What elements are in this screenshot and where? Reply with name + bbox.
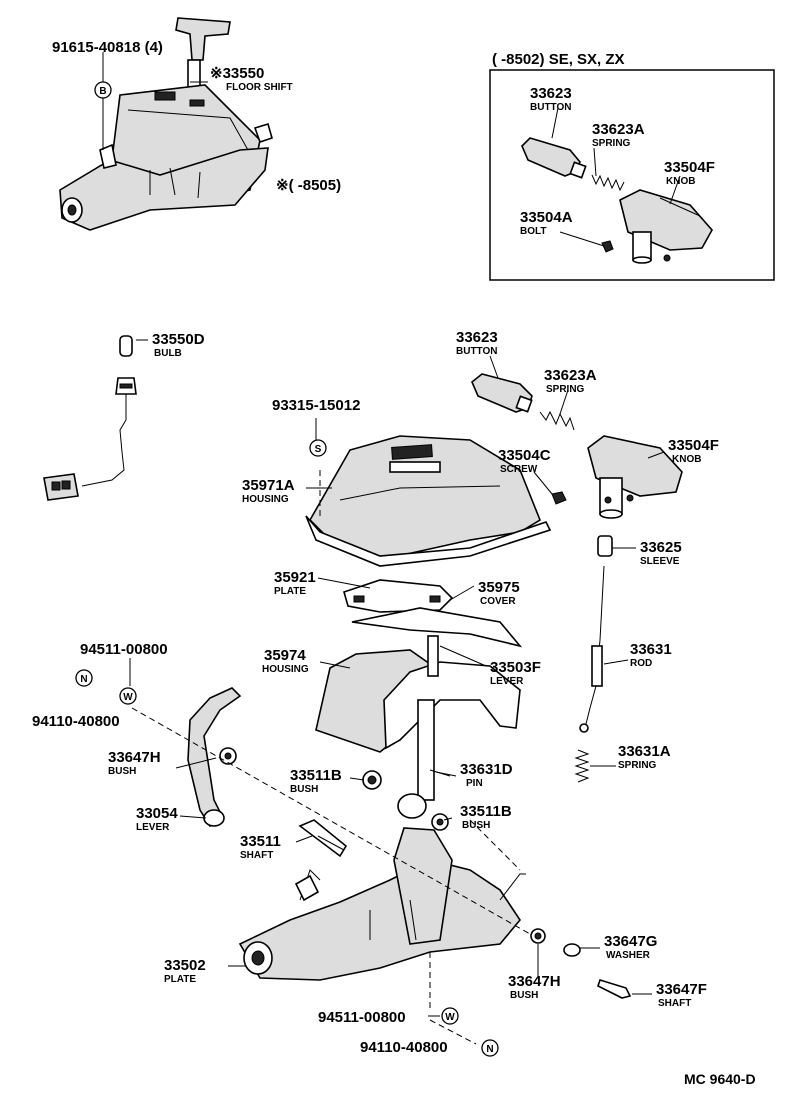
label-inset-knob-no: 33504F <box>664 159 715 176</box>
symbol-n-1: N <box>80 674 87 685</box>
label-inset-bolt-no: 33504A <box>520 209 573 226</box>
label-spring2-no: 33631A <box>618 743 671 760</box>
label-housing-name: HOUSING <box>242 494 289 505</box>
label-inset-spring-name: SPRING <box>592 138 631 149</box>
label-shaft2-no: 33647F <box>656 981 707 998</box>
symbol-w-1: W <box>123 692 133 703</box>
label-plate-no: 35921 <box>274 569 316 586</box>
label-inset-spring-no: 33623A <box>592 121 645 138</box>
label-rod-no: 33631 <box>630 641 672 658</box>
label-bulb-name: BULB <box>154 348 182 359</box>
label-lever-name: LEVER <box>490 676 524 687</box>
label-inset-knob-name: KNOB <box>666 176 695 187</box>
label-inset-bolt-name: BOLT <box>520 226 546 237</box>
pivot-hardware-parts <box>530 928 632 999</box>
label-shaft-no: 33511 <box>240 833 281 850</box>
label-shaft2-name: SHAFT <box>658 998 691 1009</box>
label-sleeve-no: 33625 <box>640 539 682 556</box>
label-knob-name: KNOB <box>672 454 701 465</box>
shift-button-part <box>471 373 575 431</box>
symbol-s: S <box>315 444 322 455</box>
label-screw-no: 33504C <box>498 447 551 464</box>
symbol-n-2: N <box>486 1044 493 1055</box>
assembly-dashed-lines <box>131 470 531 1045</box>
part-labels: 91615-40818 (4) ※33550 FLOOR SHIFT ※( -8… <box>32 39 756 1087</box>
label-floor-shift-name: FLOOR SHIFT <box>226 82 293 93</box>
label-nut-ref-2: 94110-40800 <box>360 1039 448 1056</box>
shift-lever-part <box>397 635 451 819</box>
label-bush2-name: BUSH <box>290 784 318 795</box>
label-housing2-name: HOUSING <box>262 664 309 675</box>
label-nut-ref-1: 94110-40800 <box>32 713 120 730</box>
label-bolt-ref: 91615-40818 (4) <box>52 39 163 56</box>
label-spring-no: 33623A <box>544 367 597 384</box>
label-sleeve-name: SLEEVE <box>640 556 680 567</box>
screw-part <box>551 491 567 505</box>
floor-shift-assembly <box>59 17 273 231</box>
label-washer-no: 33647G <box>604 933 657 950</box>
label-plate-name: PLATE <box>274 586 306 597</box>
label-button-no: 33623 <box>456 329 498 346</box>
label-washer-ref-1: 94511-00800 <box>80 641 168 658</box>
label-floor-shift-no: ※33550 <box>210 65 264 82</box>
label-bulb-no: 33550D <box>152 331 205 348</box>
shift-knob-part <box>587 435 683 519</box>
label-bush4-name: BUSH <box>510 990 538 1001</box>
label-bush3-no: 33511B <box>460 803 512 820</box>
label-washer-ref-2: 94511-00800 <box>318 1009 406 1026</box>
diagram-code: MC 9640-D <box>684 1071 756 1087</box>
symbol-w-2: W <box>445 1012 455 1023</box>
label-button-name: BUTTON <box>456 346 497 357</box>
label-rod-name: ROD <box>630 658 652 669</box>
label-pin-name: PIN <box>466 778 483 789</box>
lower-housing-part <box>315 649 521 753</box>
label-lever2-name: LEVER <box>136 822 170 833</box>
symbol-markers: B S N W W N <box>75 81 499 1057</box>
label-bush3-name: BUSH <box>462 820 490 831</box>
label-lever2-no: 33054 <box>136 805 178 822</box>
label-lever-no: 33503F <box>490 659 541 676</box>
label-housing2-no: 35974 <box>264 647 306 664</box>
label-inset-button-no: 33623 <box>530 85 572 102</box>
label-spring2-name: SPRING <box>618 760 657 771</box>
label-bush-no: 33647H <box>108 749 161 766</box>
side-lever-part <box>187 687 242 828</box>
base-plate-part <box>238 827 526 981</box>
sleeve-rod-part <box>574 535 613 783</box>
label-inset-button-name: BUTTON <box>530 102 571 113</box>
label-housing-no: 35971A <box>242 477 295 494</box>
pivot-shaft-part <box>298 819 348 858</box>
symbol-b: B <box>99 86 106 97</box>
inset-box <box>489 69 775 281</box>
inset-title: ( -8502) SE, SX, ZX <box>492 51 625 68</box>
label-bush4-no: 33647H <box>508 973 561 990</box>
upper-housing-part <box>305 435 552 567</box>
bush-parts <box>219 747 449 831</box>
gate-plate-part <box>343 579 523 648</box>
label-bush2-no: 33511B <box>290 767 342 784</box>
bulb-socket-part <box>43 335 137 501</box>
label-cover-no: 35975 <box>478 579 520 596</box>
label-plate2-name: PLATE <box>164 974 196 985</box>
label-bush-name: BUSH <box>108 766 136 777</box>
label-washer-name: WASHER <box>606 950 651 961</box>
label-pin-no: 33631D <box>460 761 513 778</box>
label-plate2-no: 33502 <box>164 957 206 974</box>
label-cover-name: COVER <box>480 596 516 607</box>
leader-lines <box>102 52 681 1017</box>
label-spring-name: SPRING <box>546 384 585 395</box>
label-note: ※( -8505) <box>276 177 341 194</box>
label-shaft-name: SHAFT <box>240 850 273 861</box>
label-screw-name: SCREW <box>500 464 538 475</box>
label-screw-ref: 93315-15012 <box>272 397 360 414</box>
label-knob-no: 33504F <box>668 437 719 454</box>
